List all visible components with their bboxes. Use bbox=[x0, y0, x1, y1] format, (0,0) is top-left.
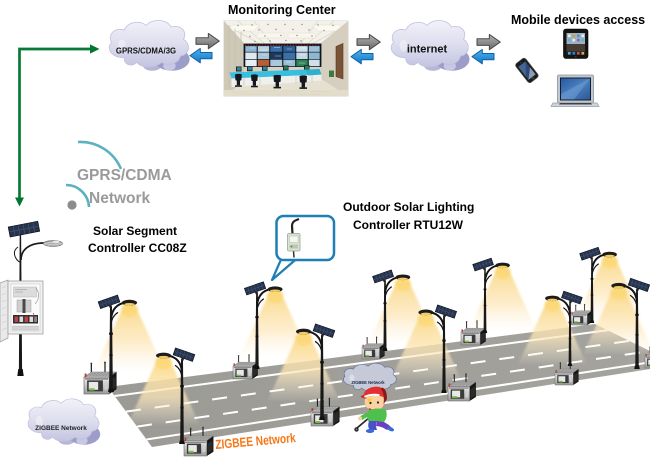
svg-text:internet: internet bbox=[407, 44, 448, 56]
svg-text:ZIGBEE Network: ZIGBEE Network bbox=[351, 380, 385, 385]
svg-text:GPRS/CDMA/3G: GPRS/CDMA/3G bbox=[116, 47, 176, 56]
svg-text:ZIGBEE Network: ZIGBEE Network bbox=[35, 425, 87, 432]
